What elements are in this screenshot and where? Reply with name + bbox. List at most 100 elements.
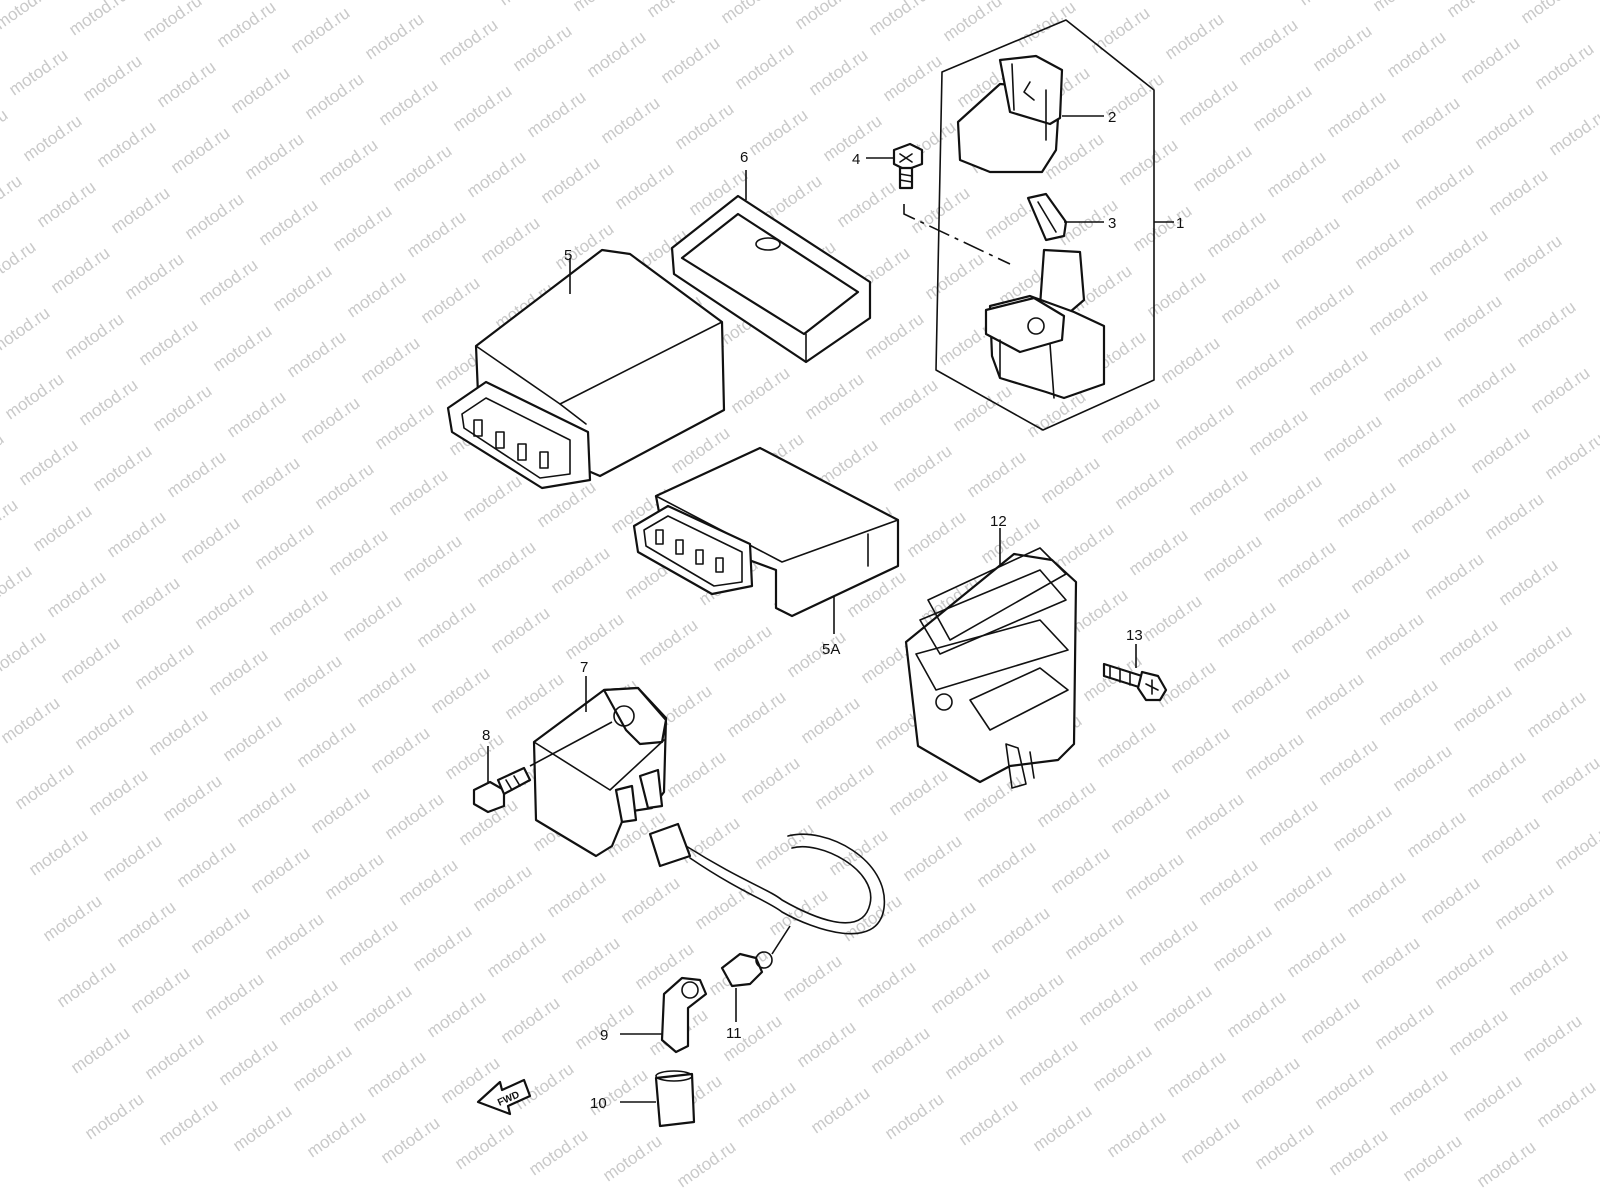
watermark-text: motod.ru <box>191 579 257 633</box>
module-holder <box>670 170 872 364</box>
watermark-text: motod.ru <box>381 789 447 843</box>
watermark-text: motod.ru <box>1249 81 1315 135</box>
watermark-text: motod.ru <box>149 381 215 435</box>
watermark-text: motod.ru <box>1425 225 1491 279</box>
watermark-text: motod.ru <box>1471 99 1537 153</box>
watermark-text: motod.ru <box>1485 165 1551 219</box>
watermark-text: motod.ru <box>677 813 743 867</box>
watermark-text: motod.ru <box>1107 783 1173 837</box>
ignition-coil <box>529 676 885 935</box>
watermark-text: motod.ru <box>0 303 53 357</box>
fwd-arrow: FWD <box>476 1078 532 1116</box>
watermark-text: motod.ru <box>501 669 567 723</box>
callout-10: 10 <box>590 1095 607 1112</box>
watermark-text: motod.ru <box>361 9 427 63</box>
callout-4: 4 <box>852 151 860 168</box>
watermark-text: motod.ru <box>1015 1035 1081 1089</box>
watermark-text: motod.ru <box>1251 1119 1317 1173</box>
watermark-text: motod.ru <box>1385 1065 1451 1119</box>
watermark-text: motod.ru <box>1001 969 1067 1023</box>
coil-bolt <box>472 746 532 814</box>
watermark-text: motod.ru <box>205 645 271 699</box>
watermark-text: motod.ru <box>1235 15 1301 69</box>
watermark-text: motod.ru <box>153 57 219 111</box>
watermark-text: motod.ru <box>1163 1047 1229 1101</box>
watermark-text: motod.ru <box>61 309 127 363</box>
watermark-text: motod.ru <box>19 111 85 165</box>
watermark-text: motod.ru <box>321 849 387 903</box>
watermark-text: motod.ru <box>643 0 709 21</box>
watermark-text: motod.ru <box>1523 687 1589 741</box>
watermark-text: motod.ru <box>0 105 11 159</box>
watermark-text: motod.ru <box>963 447 1029 501</box>
watermark-text: motod.ru <box>1185 465 1251 519</box>
watermark-text: motod.ru <box>867 1023 933 1077</box>
watermark-text: motod.ru <box>791 0 857 33</box>
watermark-text: motod.ru <box>121 249 187 303</box>
watermark-text: motod.ru <box>1309 21 1375 75</box>
watermark-text: motod.ru <box>805 45 871 99</box>
watermark-text: motod.ru <box>1213 597 1279 651</box>
watermark-text: motod.ru <box>367 723 433 777</box>
watermark-text: motod.ru <box>0 237 39 291</box>
watermark-text: motod.ru <box>709 621 775 675</box>
watermark-text: motod.ru <box>1287 603 1353 657</box>
watermark-text: motod.ru <box>395 855 461 909</box>
watermark-text: motod.ru <box>233 777 299 831</box>
watermark-text: motod.ru <box>403 207 469 261</box>
watermark-text: motod.ru <box>113 897 179 951</box>
watermark-text: motod.ru <box>1323 87 1389 141</box>
watermark-text: motod.ru <box>177 513 243 567</box>
watermark-text: motod.ru <box>385 465 451 519</box>
watermark-text: motod.ru <box>11 759 77 813</box>
watermark-text: motod.ru <box>141 1029 207 1083</box>
watermark-text: motod.ru <box>987 903 1053 957</box>
watermark-text: motod.ru <box>1297 993 1363 1047</box>
watermark-text: motod.ru <box>265 585 331 639</box>
watermark-text: motod.ru <box>1167 723 1233 777</box>
watermark-text: motod.ru <box>1467 423 1533 477</box>
watermark-text: motod.ru <box>495 0 561 9</box>
watermark-text: motod.ru <box>1491 879 1557 933</box>
watermark-text: motod.ru <box>1103 1107 1169 1161</box>
watermark-text: motod.ru <box>371 399 437 453</box>
watermark-text: motod.ru <box>1 369 67 423</box>
watermark-text: motod.ru <box>1439 291 1505 345</box>
watermark-text: motod.ru <box>1033 777 1099 831</box>
watermark-text: motod.ru <box>1115 135 1181 189</box>
watermark-text: motod.ru <box>1087 3 1153 57</box>
watermark-text: motod.ru <box>39 891 105 945</box>
watermark-text: motod.ru <box>1449 681 1515 735</box>
watermark-text: motod.ru <box>1061 909 1127 963</box>
watermark-text: motod.ru <box>187 903 253 957</box>
watermark-text: motod.ru <box>1393 417 1459 471</box>
watermark-text: motod.ru <box>1013 0 1079 51</box>
watermark-text: motod.ru <box>881 1089 947 1143</box>
watermark-text: motod.ru <box>1093 717 1159 771</box>
watermark-text: motod.ru <box>1255 795 1321 849</box>
watermark-text: motod.ru <box>1329 801 1395 855</box>
watermark-text: motod.ru <box>283 327 349 381</box>
watermark-text: motod.ru <box>487 603 553 657</box>
watermark-text: motod.ru <box>1473 1137 1539 1191</box>
watermark-text: motod.ru <box>853 957 919 1011</box>
watermark-text: motod.ru <box>801 369 867 423</box>
watermark-text: motod.ru <box>903 507 969 561</box>
watermark-text: motod.ru <box>745 105 811 159</box>
watermark-text: motod.ru <box>15 435 81 489</box>
callout-3: 3 <box>1108 215 1116 232</box>
watermark-text: motod.ru <box>251 519 317 573</box>
watermark-text: motod.ru <box>1509 621 1575 675</box>
watermark-text: motod.ru <box>247 843 313 897</box>
watermark-text: motod.ru <box>131 639 197 693</box>
watermark-text: motod.ru <box>671 99 737 153</box>
watermark-text: motod.ru <box>409 921 475 975</box>
watermark-text: motod.ru <box>1361 609 1427 663</box>
watermark-text: motod.ru <box>1259 471 1325 525</box>
ecm-unit-variant <box>632 446 900 634</box>
relay-body <box>984 248 1106 400</box>
watermark-text: motod.ru <box>657 33 723 87</box>
watermark-text: motod.ru <box>117 573 183 627</box>
watermark-text: motod.ru <box>29 501 95 555</box>
watermark-text: motod.ru <box>209 321 275 375</box>
